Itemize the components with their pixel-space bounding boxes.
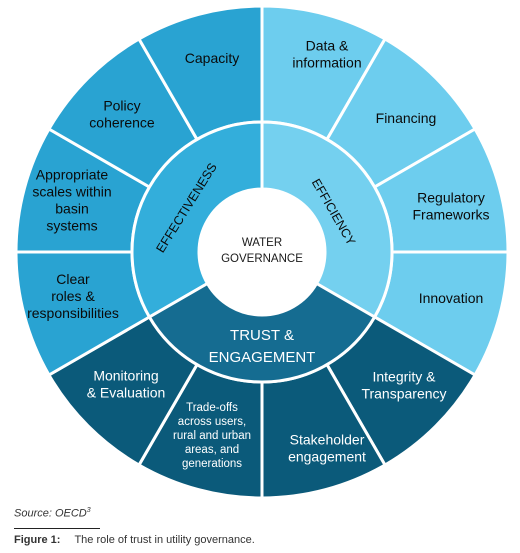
center-label-line: GOVERNANCE [221, 253, 303, 265]
principle-integrity-transparency-label: Integrity &Transparency [361, 368, 446, 401]
figure-number: Figure 1: [14, 534, 61, 546]
group-label-trust-engagement: TRUST & [230, 327, 294, 344]
figure-caption-text: The role of trust in utility governance. [74, 534, 255, 546]
center-hub: WATER GOVERNANCE [199, 189, 325, 315]
source-note: Source: OECD3 [14, 507, 91, 520]
outer-ring [14, 4, 510, 500]
principle-data-information-label: Data &information [292, 37, 361, 70]
principle-monitoring-evaluation-label: Monitoring& Evaluation [87, 367, 166, 400]
inner-ring [130, 120, 394, 384]
principle-innovation-label: Innovation [419, 290, 484, 306]
figure-caption: Figure 1: The role of trust in utility go… [14, 534, 255, 546]
center-label-line: WATER [242, 237, 282, 249]
center-circle [199, 189, 325, 315]
water-governance-wheel: WATER GOVERNANCE Data &informationFinanci… [14, 4, 510, 500]
caption-rule [14, 528, 100, 529]
principle-capacity-label: Capacity [185, 50, 239, 66]
group-label-trust-engagement: ENGAGEMENT [209, 349, 316, 366]
principle-financing-label: Financing [376, 110, 437, 126]
